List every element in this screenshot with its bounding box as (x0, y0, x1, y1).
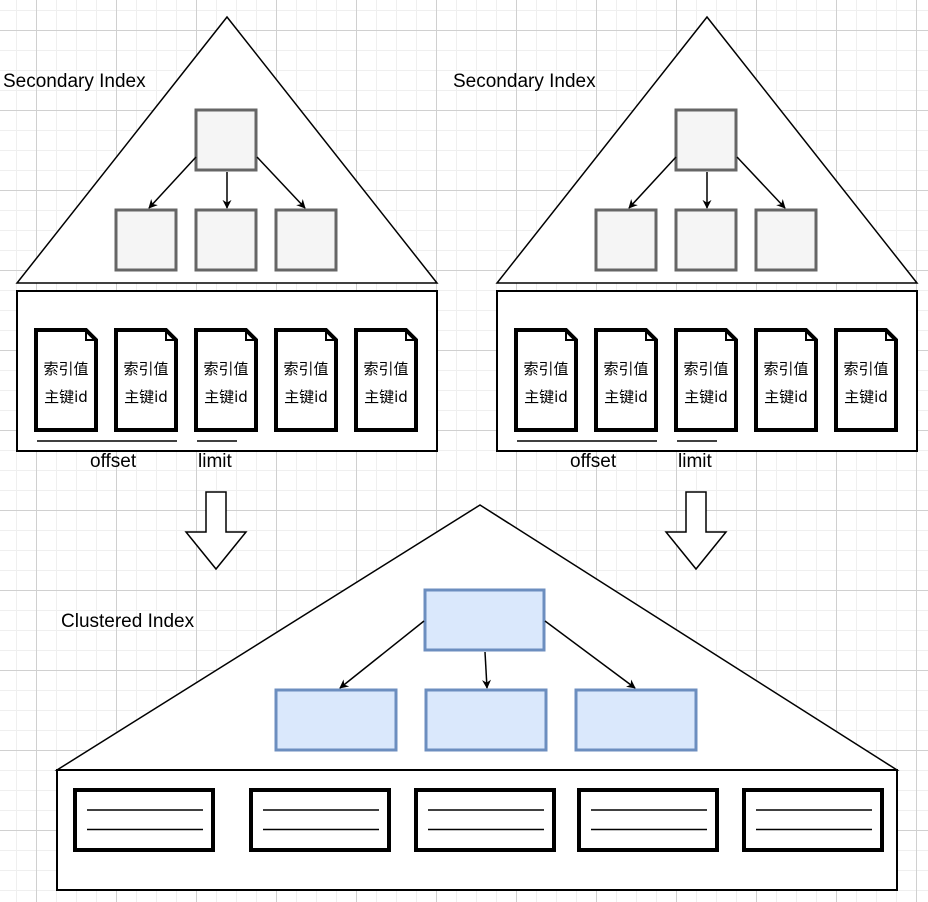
document-icon (34, 328, 98, 432)
edge-arrow (256, 156, 306, 209)
row-record (414, 788, 556, 852)
limit-label: limit (678, 451, 712, 472)
primary-key-label: 主键id (124, 388, 168, 406)
edge-arrow (482, 651, 492, 689)
root-node[interactable] (194, 108, 258, 172)
primary-key-label: 主键id (844, 388, 888, 406)
data-row[interactable] (249, 788, 391, 852)
edge-arrow (148, 156, 197, 209)
child-node[interactable] (194, 208, 258, 272)
child-node[interactable] (594, 208, 658, 272)
root-node[interactable] (674, 108, 738, 172)
primary-key-label: 主键id (604, 388, 648, 406)
child-node[interactable] (114, 208, 178, 272)
index-value-label: 索引值 (763, 360, 808, 378)
primary-key-label: 主键id (364, 388, 408, 406)
folded-corner (405, 330, 416, 341)
down-arrow-icon (664, 491, 728, 571)
secondary-index-title: Secondary Index (3, 71, 146, 92)
primary-key-label: 主键id (524, 388, 568, 406)
row-record (742, 788, 884, 852)
folded-corner (245, 330, 256, 341)
folded-corner (805, 330, 816, 341)
edge-arrow (544, 620, 636, 689)
data-row[interactable] (577, 788, 719, 852)
folded-corner (565, 330, 576, 341)
document-icon (514, 328, 578, 432)
offset-label: offset (90, 451, 137, 472)
document-icon (114, 328, 178, 432)
primary-key-label: 主键id (684, 388, 728, 406)
clustered-index-title: Clustered Index (61, 611, 195, 632)
index-value-label: 索引值 (603, 360, 648, 378)
child-node[interactable] (674, 208, 738, 272)
folded-corner (885, 330, 896, 341)
edge-arrow (628, 156, 677, 209)
folded-corner (325, 330, 336, 341)
down-arrow-icon (184, 491, 248, 571)
child-node[interactable] (274, 208, 338, 272)
document-icon (354, 328, 418, 432)
index-value-label: 索引值 (203, 360, 248, 378)
row-record (577, 788, 719, 852)
folded-corner (85, 330, 96, 341)
index-value-label: 索引值 (283, 360, 328, 378)
index-value-label: 索引值 (123, 360, 168, 378)
primary-key-label: 主键id (204, 388, 248, 406)
offset-label: offset (570, 451, 617, 472)
index-value-label: 索引值 (683, 360, 728, 378)
document-icon (674, 328, 738, 432)
primary-key-label: 主键id (764, 388, 808, 406)
data-row[interactable] (742, 788, 884, 852)
row-record (249, 788, 391, 852)
root-node[interactable] (423, 588, 546, 652)
child-node[interactable] (574, 688, 698, 752)
index-value-label: 索引值 (363, 360, 408, 378)
row-record (73, 788, 215, 852)
folded-corner (725, 330, 736, 341)
document-icon (594, 328, 658, 432)
data-row[interactable] (73, 788, 215, 852)
folded-corner (165, 330, 176, 341)
document-icon (834, 328, 898, 432)
index-value-label: 索引值 (843, 360, 888, 378)
limit-label: limit (198, 451, 232, 472)
index-value-label: 索引值 (523, 360, 568, 378)
document-icon (754, 328, 818, 432)
child-node[interactable] (754, 208, 818, 272)
child-node[interactable] (424, 688, 548, 752)
primary-key-label: 主键id (44, 388, 88, 406)
data-row[interactable] (414, 788, 556, 852)
document-icon (194, 328, 258, 432)
folded-corner (645, 330, 656, 341)
primary-key-label: 主键id (284, 388, 328, 406)
edge-arrow (736, 156, 786, 209)
clustered-index (54, 504, 900, 891)
child-node[interactable] (274, 688, 398, 752)
secondary-index-title: Secondary Index (453, 71, 596, 92)
edge-arrow (339, 620, 425, 689)
document-icon (274, 328, 338, 432)
index-value-label: 索引值 (43, 360, 88, 378)
